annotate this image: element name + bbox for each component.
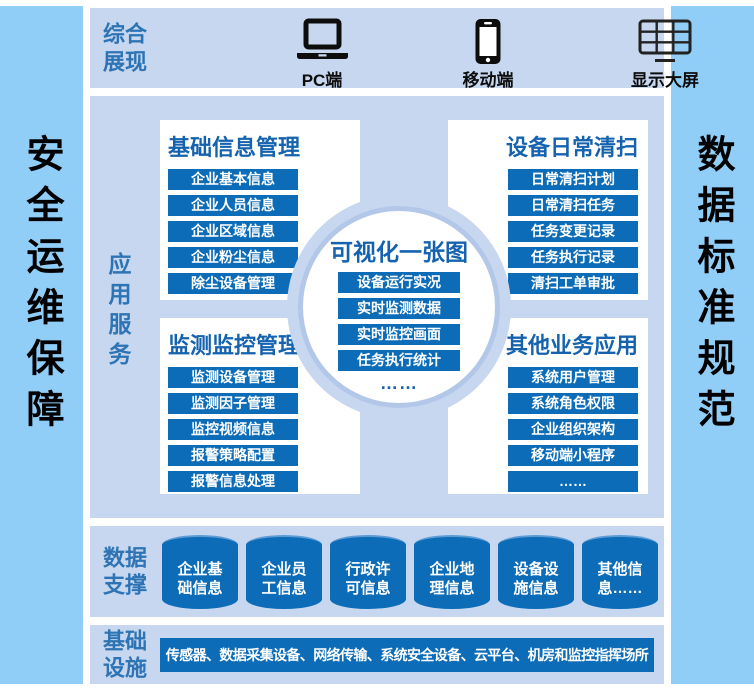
module-box-title: 基础信息管理 bbox=[168, 135, 301, 160]
cylinder-top-icon bbox=[414, 535, 490, 555]
cylinder-body bbox=[498, 545, 574, 609]
mobile-terminal-label: 移动端 bbox=[462, 71, 514, 90]
infrastructure-band: 基础 设施 传感器、数据采集设备、网络传输、系统安全设备、云平台、机房和监控指挥… bbox=[90, 625, 664, 684]
mobile-terminal: 移动端 bbox=[463, 17, 514, 91]
module-button: 监控视频信息 bbox=[168, 419, 298, 440]
data-support-band: 数据 支撑 企业基 础信息 企业员 工信息 行政许 可信息 企业地 理信息 bbox=[90, 526, 664, 617]
module-box-basic-info: 基础信息管理 企业基本信息 企业人员信息 企业区域信息 企业粉尘信息 除尘设备管… bbox=[160, 120, 360, 300]
infrastructure-band-label: 基础 设施 bbox=[103, 628, 148, 681]
grid-screen-icon bbox=[637, 17, 693, 65]
cylinder-body bbox=[246, 545, 322, 609]
module-button: 企业粉尘信息 bbox=[168, 247, 298, 268]
cylinder-label: 行政许 可信息 bbox=[345, 561, 391, 597]
smartphone-icon bbox=[474, 17, 503, 65]
module-box-title: 监测监控管理 bbox=[168, 333, 301, 358]
module-button: 日常清扫计划 bbox=[508, 169, 638, 190]
module-box-title: 其他业务应用 bbox=[505, 333, 638, 358]
left-pillar: 安全运维保障 bbox=[0, 6, 83, 684]
circle-button: 实时监控画面 bbox=[338, 324, 460, 345]
module-button: 日常清扫任务 bbox=[508, 195, 638, 216]
right-pillar: 数据标准规范 bbox=[671, 6, 754, 684]
visualization-circle: 可视化一张图 设备运行实况 实时监测数据 实时监控画面 任务执行统计 …… bbox=[298, 206, 500, 408]
cylinder-label: 其他信 息…… bbox=[597, 561, 643, 597]
module-button: 企业组织架构 bbox=[508, 419, 638, 440]
database-cylinder: 设备设 施信息 bbox=[498, 535, 574, 609]
cylinder-label: 企业基 础信息 bbox=[177, 561, 223, 597]
overview-band: 综合 展现 PC端 移动端 bbox=[90, 8, 699, 91]
bigscreen-terminal: 显示大屏 bbox=[631, 17, 699, 91]
circle-button: 任务执行统计 bbox=[338, 350, 460, 371]
app-services-band-label: 应用服务 bbox=[105, 252, 131, 372]
right-pillar-label: 数据标准规范 bbox=[691, 134, 733, 440]
cylinder-top-icon bbox=[162, 535, 238, 555]
database-cylinder: 行政许 可信息 bbox=[330, 535, 406, 609]
cylinder-label: 设备设 施信息 bbox=[513, 561, 559, 597]
module-button: 移动端小程序 bbox=[508, 445, 638, 466]
module-button: 报警策略配置 bbox=[168, 445, 298, 466]
data-support-band-label: 数据 支撑 bbox=[103, 545, 148, 598]
cylinder-body bbox=[162, 545, 238, 609]
pc-terminal-label: PC端 bbox=[301, 71, 343, 90]
module-button-more: …… bbox=[508, 471, 638, 492]
cylinder-label: 企业地 理信息 bbox=[429, 561, 475, 597]
database-cylinder-row: 企业基 础信息 企业员 工信息 行政许 可信息 企业地 理信息 设备设 施信息 bbox=[162, 535, 658, 609]
module-button: 企业区域信息 bbox=[168, 221, 298, 242]
module-button: 监测因子管理 bbox=[168, 393, 298, 414]
cylinder-body bbox=[330, 545, 406, 609]
module-button: 任务变更记录 bbox=[508, 221, 638, 242]
module-box-title: 设备日常清扫 bbox=[505, 135, 638, 160]
overview-band-label: 综合 展现 bbox=[103, 21, 148, 75]
cylinder-top-icon bbox=[330, 535, 406, 555]
module-button: 报警信息处理 bbox=[168, 471, 298, 492]
circle-button: 设备运行实况 bbox=[338, 272, 460, 293]
module-button: 任务执行记录 bbox=[508, 247, 638, 268]
database-cylinder: 其他信 息…… bbox=[582, 535, 658, 609]
bigscreen-terminal-label: 显示大屏 bbox=[631, 71, 699, 90]
module-button: 系统用户管理 bbox=[508, 367, 638, 388]
module-button: 清扫工单审批 bbox=[508, 273, 638, 294]
module-button: 除尘设备管理 bbox=[168, 273, 298, 294]
cylinder-body bbox=[582, 545, 658, 609]
module-button: 系统角色权限 bbox=[508, 393, 638, 414]
database-cylinder: 企业员 工信息 bbox=[246, 535, 322, 609]
cylinder-top-icon bbox=[582, 535, 658, 555]
database-cylinder: 企业地 理信息 bbox=[414, 535, 490, 609]
pc-terminal: PC端 bbox=[293, 17, 351, 91]
laptop-icon bbox=[293, 17, 351, 65]
left-pillar-label: 安全运维保障 bbox=[20, 134, 62, 440]
ellipsis-more: …… bbox=[380, 373, 418, 393]
cylinder-body bbox=[414, 545, 490, 609]
module-button: 企业基本信息 bbox=[168, 169, 298, 190]
infrastructure-bar: 传感器、数据采集设备、网络传输、系统安全设备、云平台、机房和监控指挥场所 bbox=[160, 638, 654, 672]
visualization-circle-title: 可视化一张图 bbox=[330, 239, 468, 265]
module-button: 企业人员信息 bbox=[168, 195, 298, 216]
cylinder-label: 企业员 工信息 bbox=[261, 561, 307, 597]
module-button: 监测设备管理 bbox=[168, 367, 298, 388]
cylinder-top-icon bbox=[246, 535, 322, 555]
cylinder-top-icon bbox=[498, 535, 574, 555]
database-cylinder: 企业基 础信息 bbox=[162, 535, 238, 609]
app-services-band: 应用服务 基础信息管理 企业基本信息 企业人员信息 企业区域信息 企业粉尘信息 … bbox=[90, 96, 664, 518]
circle-button: 实时监测数据 bbox=[338, 298, 460, 319]
